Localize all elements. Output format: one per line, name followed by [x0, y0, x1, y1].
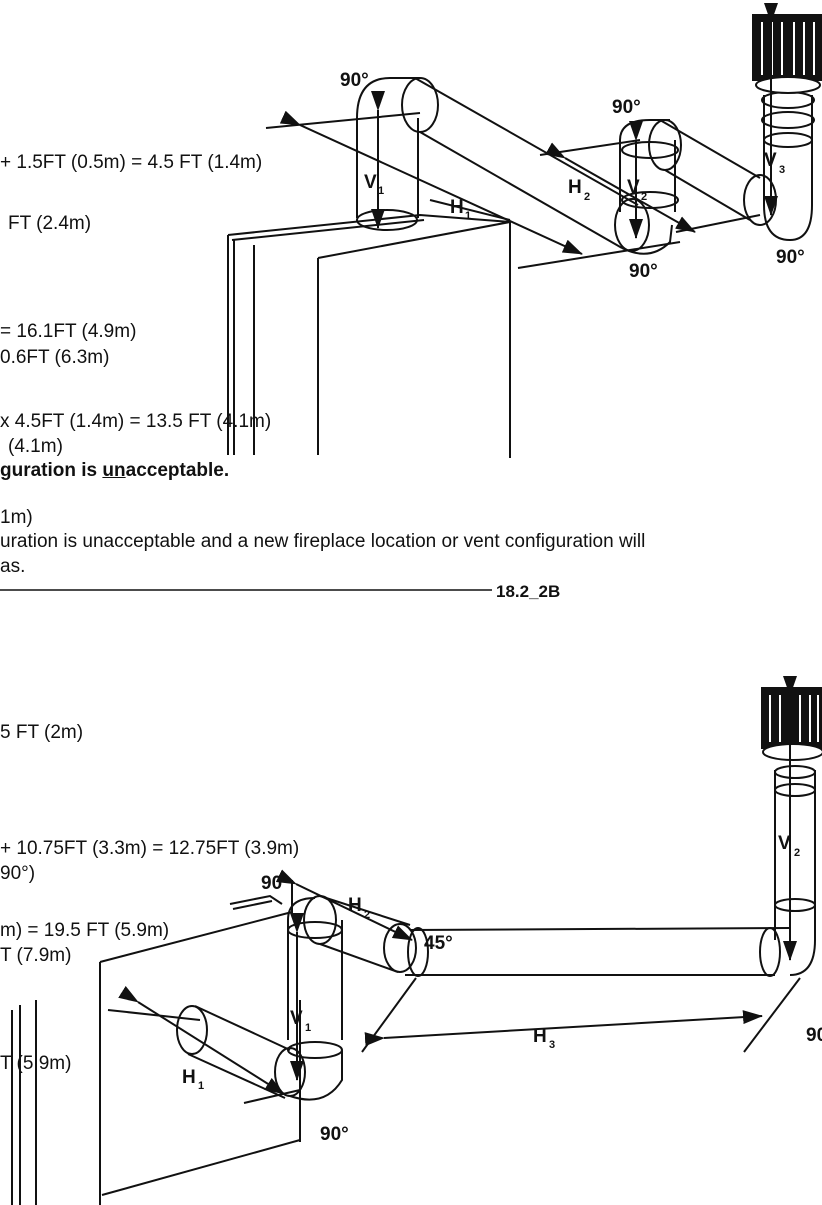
bottom-label-v2-sub: 2	[794, 847, 800, 859]
top-pipe-v3	[752, 14, 822, 242]
bottom-label-h2-sub: 2	[364, 909, 370, 921]
calc-line-elbows: x 4.5FT (1.4m) = 13.5 FT (4.1m)	[0, 411, 272, 432]
top-diagram	[227, 3, 822, 458]
bottom-label-h1: H	[182, 1067, 196, 1088]
bottom-label-h2: H	[348, 895, 362, 916]
top-label-v2-sub: 2	[641, 191, 647, 203]
calc-line-h-total-2: m) = 19.5 FT (5.9m)	[0, 920, 170, 941]
top-angle-4: 90°	[776, 247, 805, 268]
top-angle-3: 90°	[629, 261, 658, 282]
calc-line-elbow-total: (4.1m)	[8, 436, 63, 457]
calc-line-total: 0.6FT (6.3m)	[0, 347, 110, 368]
top-label-h2: H	[568, 177, 582, 198]
bottom-diagram	[11, 676, 822, 1205]
bottom-pipe-v2	[761, 687, 822, 976]
top-label-h2-sub: 2	[584, 191, 590, 203]
bottom-labels: 90° 45° 90° 90° V 1 H 1 H 2 H 3 V 2	[182, 833, 822, 1145]
top-label-v1: V	[364, 172, 377, 193]
top-pipe-v1	[356, 77, 439, 231]
bottom-label-v1-sub: 1	[305, 1022, 311, 1034]
calc-line-h-total: FT (2.4m)	[8, 213, 92, 234]
top-label-v3-sub: 3	[779, 164, 785, 176]
bottom-angle-2: 45°	[424, 933, 453, 954]
bottom-angle-3: 90°	[320, 1124, 349, 1145]
verdict-note-line2: as.	[0, 556, 26, 577]
calc-line-sum: = 16.1FT (4.9m)	[0, 321, 137, 342]
top-angle-2: 90°	[612, 97, 641, 118]
verdict-unacceptable: guration is unacceptable.	[0, 460, 230, 481]
top-pipe-v2	[619, 119, 679, 212]
calc-line-angle-note: 90°)	[0, 863, 36, 884]
top-label-v1-sub: 1	[378, 185, 384, 197]
top-label-v3: V	[764, 150, 777, 171]
top-labels: 90° 90° 90° 90° V 1 H 1 H 2 V 2 V 3	[340, 70, 805, 282]
top-label-h1: H	[450, 197, 464, 218]
top-label-h1-sub: 1	[465, 210, 471, 222]
top-label-v2: V	[627, 177, 640, 198]
figure-id: 18.2_2B	[496, 582, 561, 601]
verdict-note-line1: uration is unacceptable and a new firepl…	[0, 531, 646, 552]
calc-line-v-total-2: + 10.75FT (3.3m) = 12.75FT (3.9m)	[0, 838, 300, 859]
calc-line-v-total: + 1.5FT (0.5m) = 4.5 FT (1.4m)	[0, 152, 263, 173]
calc-line-result: 1m)	[0, 507, 33, 528]
bottom-fireplace-box	[11, 894, 301, 1205]
bottom-label-h3: H	[533, 1026, 547, 1047]
top-pipe-h2	[648, 119, 777, 226]
top-fireplace-box	[227, 213, 511, 458]
bottom-label-h1-sub: 1	[198, 1080, 204, 1092]
bottom-label-v1: V	[290, 1008, 303, 1029]
bottom-angle-4: 90°	[806, 1025, 822, 1046]
calc-line-grand-total: T (7.9m)	[0, 945, 72, 966]
top-dimensions	[265, 3, 778, 269]
calc-line-v1: 5 FT (2m)	[0, 722, 84, 743]
bottom-pipe-h3	[405, 927, 791, 977]
top-angle-1: 90°	[340, 70, 369, 91]
bottom-label-v2: V	[778, 833, 791, 854]
bottom-angle-1: 90°	[261, 873, 290, 894]
bottom-dimensions	[107, 676, 801, 1104]
bottom-label-h3-sub: 3	[549, 1039, 555, 1051]
